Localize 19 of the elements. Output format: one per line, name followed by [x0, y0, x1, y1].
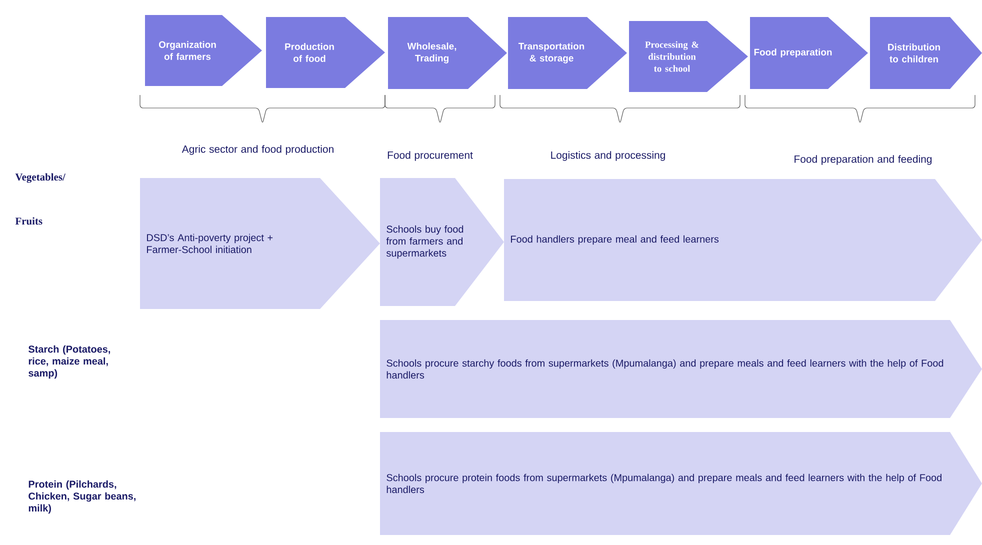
- chevron-box: Production of food: [266, 17, 385, 88]
- chevron-box: Schools buy food from farmers and supermarkets: [380, 178, 504, 306]
- row-label: Food preparation and feeding: [794, 155, 932, 165]
- chevron-box: Food preparation: [750, 17, 868, 89]
- row-label: Logistics and processing: [551, 151, 665, 161]
- chevron-box: Processing & distribution to school: [629, 21, 748, 92]
- row-label: Food procurement: [388, 151, 473, 161]
- chevron-box: Wholesale, Trading: [388, 17, 507, 89]
- row-label: Vegetables/: [15, 173, 66, 183]
- row-label: Agric sector and food production: [182, 145, 334, 155]
- chevron-box: Organization of farmers: [145, 15, 262, 86]
- chevron-box: Schools procure protein foods from supermarkets (Mpumalanga) and prepare meals and feed learners with the help of Food handlers: [380, 432, 982, 535]
- row-label: Starch (Potatoes, rice, maize meal, samp): [28, 345, 110, 379]
- row-label: Protein (Pilchards, Chicken, Sugar beans, milk): [28, 480, 136, 514]
- chevron-box: DSD’s Anti-poverty project + Farmer-School initiation: [140, 178, 380, 309]
- row-label: Fruits: [15, 217, 42, 225]
- chevron-box: Distribution to children: [870, 17, 982, 89]
- chevron-box: Transportation & storage: [508, 17, 627, 89]
- chevron-box: Schools procure starchy foods from supermarkets (Mpumalanga) and prepare meals and feed learners with the help of Food handlers: [380, 320, 982, 418]
